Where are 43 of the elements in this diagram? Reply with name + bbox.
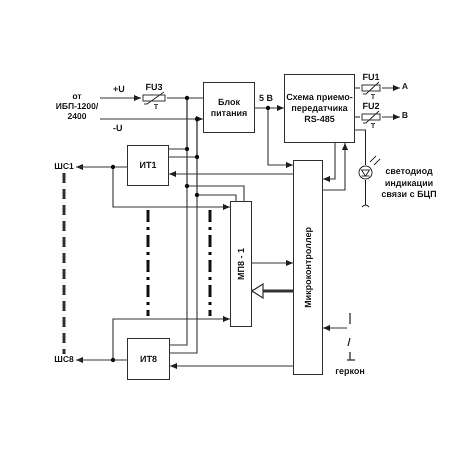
arrow [382,85,400,91]
arrow [382,114,400,120]
terminal-label: A [400,81,410,95]
terminal-label: B [400,110,410,124]
arrow [76,164,127,170]
arrow [323,143,348,191]
arrow [252,260,293,266]
block-box [230,201,252,327]
edge-label: +U [112,84,126,94]
terminal-label: ШС8 [52,354,76,366]
arrow [100,95,141,101]
block-label: Микроконтроллер [302,227,314,308]
fuse-label: FU1 [361,72,380,82]
led-label: светодиод индикации связи с БЦП [380,166,438,200]
arrow [76,357,127,363]
edge-label: -U [112,123,124,133]
connector-line [62,173,66,354]
connector-line [355,116,360,118]
block-box [203,82,255,133]
arrow [76,166,230,210]
block-label: Блок питания [210,96,248,118]
block-label: ИТ1 [140,160,156,171]
block-box [127,338,170,380]
connector-line [355,129,366,165]
arrow [251,283,293,299]
arrow [323,325,347,331]
arrow [76,316,230,361]
reed-switch-label: геркон [334,366,366,378]
block-box [293,160,323,375]
block-label: МП8 - 1 [236,248,246,280]
arrow [323,143,336,182]
fuse-label: FU2 [361,101,380,111]
block-box [284,74,355,143]
block-label: ИТ8 [140,354,157,364]
arrow [170,363,293,369]
edge-label: 5 В [258,93,274,103]
terminal-label: ШС1 [52,161,76,173]
connector-line [355,87,360,89]
terminal-label: от ИБП-1200/ 2400 [54,91,100,123]
block-box [127,145,169,186]
arrow [169,171,293,177]
block-label: Схема приемо-передатчика RS-485 [285,92,354,125]
fuse-label: FU3 [144,82,164,92]
